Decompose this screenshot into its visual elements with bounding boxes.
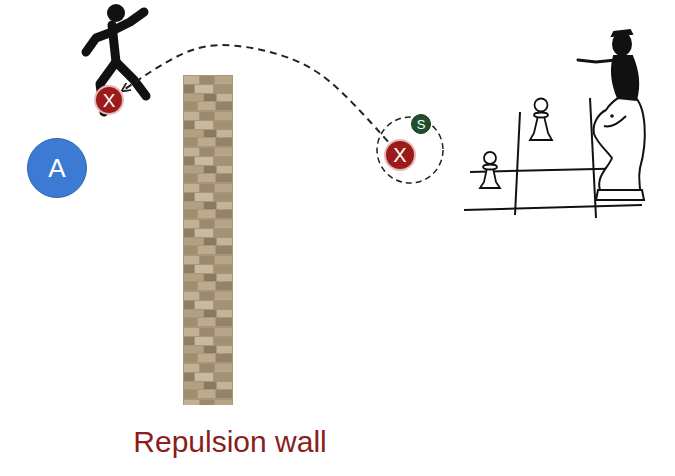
repulsion-wall bbox=[183, 75, 233, 405]
chess-pawn bbox=[530, 99, 552, 141]
agent-circle: X bbox=[384, 139, 416, 171]
chess-pawn bbox=[480, 152, 500, 188]
node-text: A bbox=[48, 155, 65, 181]
dashed-arrow bbox=[123, 45, 388, 141]
chess-knight bbox=[594, 95, 645, 200]
agent-circle: S bbox=[411, 114, 431, 134]
node-text: X bbox=[393, 145, 406, 165]
node-text: S bbox=[417, 118, 426, 131]
node-text: X bbox=[103, 91, 116, 110]
agent-circle: A bbox=[27, 138, 87, 198]
dashed-group-circle bbox=[377, 117, 443, 183]
chess-rider bbox=[578, 30, 638, 100]
wall-label: Repulsion wall bbox=[133, 425, 326, 459]
agent-circle: X bbox=[94, 85, 124, 115]
